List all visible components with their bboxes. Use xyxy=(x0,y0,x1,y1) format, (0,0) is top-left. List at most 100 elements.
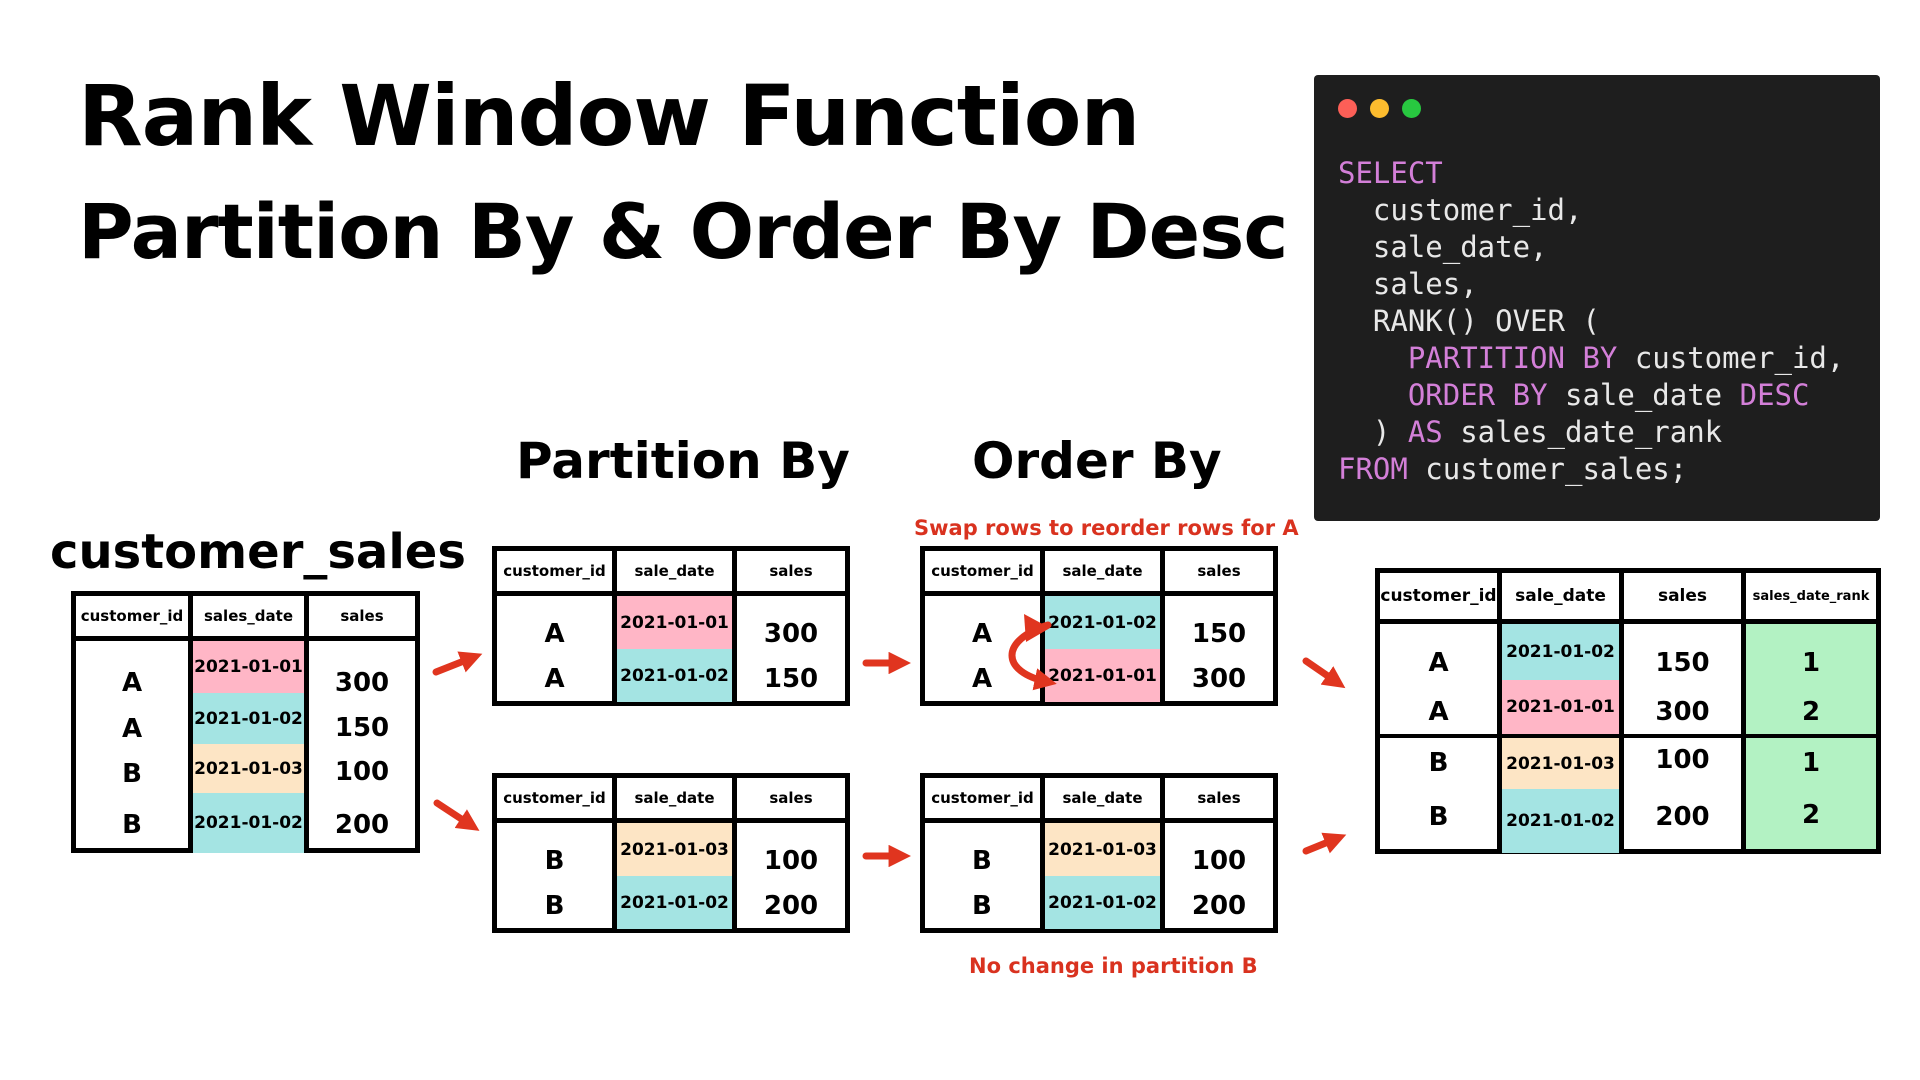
swap-arrowhead-icon xyxy=(1024,614,1050,642)
sql-code: SELECT customer_id, sale_date, sales, RA… xyxy=(1338,155,1844,488)
code-window: SELECT customer_id, sale_date, sales, RA… xyxy=(1314,75,1880,521)
page-title: Rank Window Function xyxy=(78,67,1140,165)
ordered-a-table: customer_id sale_date sales A A 2021-01-… xyxy=(920,546,1278,706)
code-keyword: BY xyxy=(1582,341,1618,375)
table-cell: 2021-01-02 xyxy=(1502,624,1619,680)
table-cell: 150 xyxy=(1655,648,1710,678)
table-cell: 2021-01-03 xyxy=(1502,738,1619,789)
code-keyword: BY xyxy=(1512,378,1548,412)
table-cell: B xyxy=(544,891,565,921)
table-cell: B xyxy=(972,891,992,921)
table-cell: 2 xyxy=(1801,697,1821,727)
column-header: sale_date xyxy=(1045,551,1160,591)
arrow-icon xyxy=(432,651,483,676)
column-header: customer_id xyxy=(925,778,1040,818)
table-cell: 2021-01-02 xyxy=(617,876,732,929)
table-cell: 1 xyxy=(1801,648,1821,678)
arrow-icon xyxy=(1302,657,1346,689)
table-cell: B xyxy=(122,810,142,840)
column-header: sales xyxy=(1165,551,1273,591)
source-table: customer_id sales_date sales A A B B 202… xyxy=(71,591,420,853)
table-cell: B xyxy=(972,846,992,876)
rank-column: 1 2 1 2 xyxy=(1746,624,1876,849)
minimize-dot-icon xyxy=(1370,99,1389,118)
table-cell: A xyxy=(544,619,565,649)
table-cell: 2021-01-02 xyxy=(617,649,732,702)
table-cell: 2021-01-03 xyxy=(1045,823,1160,876)
arrow-icon xyxy=(1302,832,1347,855)
arrow-icon xyxy=(433,799,480,831)
code-keyword: FROM xyxy=(1338,452,1408,486)
table-cell: 2021-01-02 xyxy=(193,793,304,853)
table-cell: 300 xyxy=(1191,664,1247,694)
table-cell: 100 xyxy=(763,846,819,876)
table-cell: 200 xyxy=(334,810,390,840)
column-header: sale_date xyxy=(617,551,732,591)
code-line: sales, xyxy=(1338,267,1478,301)
partition-a-table: customer_id sale_date sales A A 2021-01-… xyxy=(492,546,850,706)
table-cell: B xyxy=(122,759,142,789)
table-cell: 2021-01-03 xyxy=(193,744,304,793)
code-line: sale_date, xyxy=(1338,230,1548,264)
column-header: sales xyxy=(1624,573,1741,619)
column-header: sales xyxy=(309,596,415,636)
table-cell: 100 xyxy=(1191,846,1247,876)
customer-id-column: A A xyxy=(925,596,1040,701)
customer-id-column: A A xyxy=(497,596,612,701)
column-header: sales xyxy=(737,551,845,591)
table-cell: 150 xyxy=(763,664,819,694)
close-dot-icon xyxy=(1338,99,1357,118)
code-keyword: ORDER xyxy=(1407,378,1496,412)
date-column: 2021-01-02 2021-01-01 xyxy=(1045,596,1160,702)
sales-column: 300 150 xyxy=(737,596,845,701)
sales-column: 300 150 100 200 xyxy=(309,641,415,848)
table-cell: 100 xyxy=(334,757,390,787)
table-cell: 2021-01-01 xyxy=(193,641,304,693)
partition-divider xyxy=(1746,734,1876,738)
column-header: sales xyxy=(737,778,845,818)
partition-divider xyxy=(1380,734,1497,738)
column-header: customer_id xyxy=(1380,573,1497,619)
column-header: sales_date_rank xyxy=(1746,573,1876,619)
column-header: sale_date xyxy=(1502,573,1619,619)
customer-id-column: B B xyxy=(497,823,612,928)
customer-id-column: A A B B xyxy=(1380,624,1497,849)
table-cell: 200 xyxy=(763,891,819,921)
table-cell: 300 xyxy=(334,668,390,698)
order-heading: Order By xyxy=(972,432,1222,490)
date-column: 2021-01-03 2021-01-02 xyxy=(617,823,732,929)
table-cell: B xyxy=(1428,802,1449,832)
date-column: 2021-01-02 2021-01-01 2021-01-03 2021-01… xyxy=(1502,624,1619,853)
code-keyword: DESC xyxy=(1739,378,1810,412)
column-header: sales_date xyxy=(193,596,304,636)
table-cell: 2021-01-01 xyxy=(1045,649,1160,702)
column-header: customer_id xyxy=(497,778,612,818)
table-cell: A xyxy=(972,619,993,649)
table-cell: 2021-01-02 xyxy=(1502,789,1619,853)
code-line: sales_date_rank xyxy=(1442,415,1723,449)
sales-column: 150 300 xyxy=(1165,596,1273,701)
code-keyword: AS xyxy=(1407,415,1443,449)
code-keyword: PARTITION xyxy=(1407,341,1565,375)
date-column: 2021-01-01 2021-01-02 xyxy=(617,596,732,702)
column-header: customer_id xyxy=(497,551,612,591)
partition-b-table: customer_id sale_date sales B B 2021-01-… xyxy=(492,773,850,933)
customer-id-column: A A B B xyxy=(76,641,188,848)
partition-divider xyxy=(1624,734,1741,738)
customer-id-column: B B xyxy=(925,823,1040,928)
column-header: customer_id xyxy=(925,551,1040,591)
code-line: customer_sales; xyxy=(1407,452,1688,486)
table-cell: A xyxy=(1428,697,1449,727)
table-cell: B xyxy=(544,846,565,876)
table-cell: 2021-01-03 xyxy=(617,823,732,876)
source-table-heading: customer_sales xyxy=(50,524,466,580)
column-header: sale_date xyxy=(617,778,732,818)
column-header: customer_id xyxy=(76,596,188,636)
code-line: sale_date xyxy=(1547,378,1740,412)
code-line: customer_id, xyxy=(1617,341,1845,375)
column-header: sale_date xyxy=(1045,778,1160,818)
partition-heading: Partition By xyxy=(516,432,850,490)
partition-divider xyxy=(1502,734,1619,738)
table-cell: 2021-01-01 xyxy=(1502,680,1619,734)
